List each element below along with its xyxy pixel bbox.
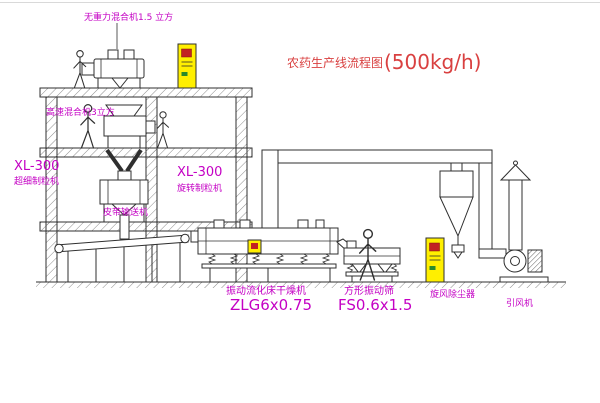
spring: [229, 253, 239, 265]
floor-slab: [39, 221, 253, 232]
drawing-capacity: (500kg/h): [384, 50, 481, 74]
cabinet-display: [181, 48, 192, 58]
column: [45, 96, 58, 283]
label-dryer-name: 振动流化床干燥机: [226, 284, 306, 297]
drop-pipe: [119, 214, 130, 240]
spring: [299, 253, 309, 265]
spring: [346, 263, 354, 273]
worker-icon: [156, 111, 170, 149]
pulley: [54, 243, 64, 254]
fan-base: [499, 276, 549, 283]
control-cabinet: [425, 237, 445, 283]
pulley: [180, 233, 190, 244]
fine-granulator: [99, 170, 149, 240]
dryer-riser-duct: [261, 149, 279, 229]
fluid-bed-dryer: [197, 219, 354, 282]
control-cabinet: [177, 43, 197, 89]
label-gravity-mixer: 无重力混合机1.5 立方: [84, 11, 173, 23]
belt-conveyor: [54, 230, 204, 282]
label-belt-conveyor: 皮带输送机: [103, 206, 148, 218]
spring: [251, 253, 261, 265]
high-speed-mixer: [103, 104, 156, 148]
spring: [390, 263, 398, 273]
spring: [275, 253, 285, 265]
label-fine-granulator-name: 超细制粒机: [14, 175, 59, 187]
cabinet-display: [429, 242, 440, 252]
gravity-free-mixer: [81, 49, 145, 89]
label-high-speed-mixer: 高速混合机3立方: [46, 106, 115, 118]
floor-slab: [39, 147, 253, 158]
horizontal-duct: [261, 149, 493, 164]
spring: [207, 253, 217, 265]
fan-inlet-duct: [478, 248, 507, 259]
cabinet-lamp: [181, 72, 188, 76]
drawing-title: 农药生产线流程图: [287, 55, 383, 70]
label-fan: 引风机: [506, 297, 533, 309]
cabinet-lamp: [429, 266, 436, 270]
cyclone-separator: [439, 162, 474, 259]
label-fine-granulator-model: XL-300: [14, 159, 59, 174]
exhaust-duct: [261, 149, 493, 250]
v-chute-pipes: [105, 148, 143, 173]
down-duct: [478, 162, 493, 250]
base-frame: [201, 263, 337, 269]
floor-slab: [39, 87, 253, 98]
control-box-display: [251, 243, 258, 249]
label-rotary-granulator-name: 旋转制粒机: [177, 182, 222, 194]
label-dryer-model: ZLG6x0.75: [230, 296, 312, 314]
label-cyclone: 旋风除尘器: [430, 288, 475, 300]
fan-motor: [527, 249, 543, 273]
label-sieve-name: 方形振动筛: [344, 284, 394, 297]
label-rotary-granulator-model: XL-300: [177, 165, 222, 180]
building-structure: [39, 87, 253, 283]
exhaust-stack: [499, 160, 532, 251]
label-sieve-model: FS0.6x1.5: [338, 296, 412, 314]
spring: [321, 253, 331, 265]
induced-draft-fan: [478, 248, 549, 283]
